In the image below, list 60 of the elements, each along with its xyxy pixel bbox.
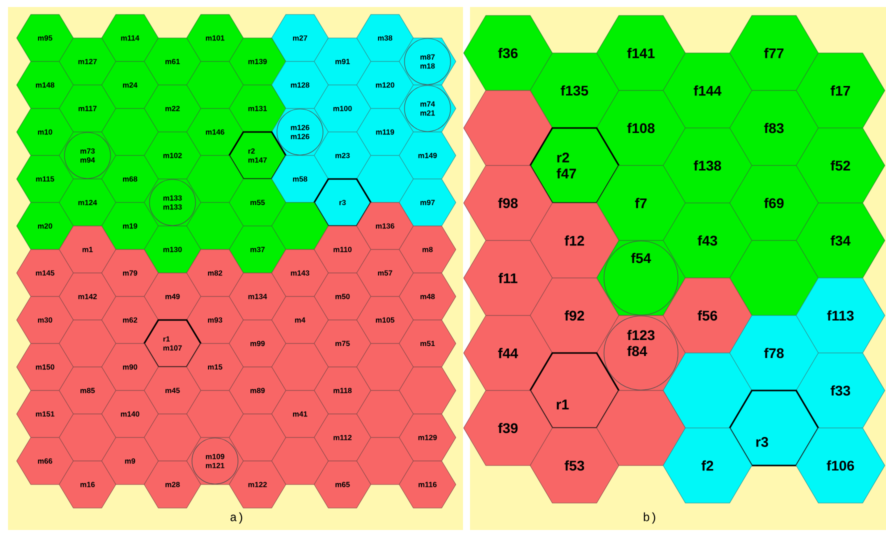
hex-cell: f2 (662, 428, 752, 504)
hex-cell: f12 (530, 202, 620, 278)
hex-cell (186, 61, 244, 109)
hex-cell: f53 (530, 428, 620, 504)
node-label: f52 (830, 160, 850, 171)
hex-cell: f78 (729, 315, 819, 391)
hex-cell: f106 (796, 428, 886, 504)
hex-cell: f11 (463, 240, 553, 316)
hex-cell: f44 (463, 315, 553, 391)
hex-cell (186, 155, 244, 203)
hex-cell: r3 (728, 390, 820, 466)
node-label: f34 (830, 235, 851, 246)
hex-cell (596, 390, 686, 466)
node-label: f33 (830, 385, 850, 396)
hex-cell: f77 (729, 15, 819, 91)
hex-cell: f108 (596, 90, 686, 166)
hex-cell (186, 390, 244, 438)
hex-cell (356, 155, 414, 203)
hex-cell (271, 437, 329, 485)
hex-cell: f52 (796, 128, 886, 204)
node-label: f17 (830, 85, 850, 96)
hex-cell: f92 (530, 278, 620, 354)
hex-cell: f135 (530, 52, 620, 128)
hex-cell (356, 343, 414, 391)
hex-cell (228, 414, 286, 462)
hex-cell: f54 (596, 240, 686, 316)
hex-cell: f43 (662, 202, 752, 278)
hex-cell (186, 202, 244, 250)
hex-cell (58, 414, 116, 462)
hex-cell: f69 (729, 165, 819, 241)
hex-cell: f138 (662, 128, 752, 204)
hex-cell (271, 202, 329, 250)
hex-cell (729, 240, 819, 316)
hex-cell (463, 90, 553, 166)
hex-cell (101, 108, 159, 156)
panel-label: a) (230, 512, 242, 524)
hex-cell: f34 (796, 202, 886, 278)
hex-cell (662, 352, 752, 428)
hex-cell: f113 (796, 278, 886, 354)
hex-cell: f56 (662, 278, 752, 354)
hex-cell: f33 (796, 352, 886, 428)
hex-cell: f98 (463, 165, 553, 241)
hex-cell: r2 f47 (529, 127, 620, 204)
hex-cell: f17 (796, 52, 886, 128)
hex-cell: f39 (463, 390, 553, 466)
hex-cell: f83 (729, 90, 819, 166)
hex-cell (58, 320, 116, 368)
hex-cell: f7 (596, 165, 686, 241)
hex-cell: f144 (662, 52, 752, 128)
hex-cell: f36 (463, 15, 553, 91)
hex-cell: f141 (596, 15, 686, 91)
hex-cell (398, 366, 456, 414)
node-label: f113 (827, 310, 854, 321)
hex-cell (356, 437, 414, 485)
hex-cell (144, 414, 202, 462)
hex-cell (271, 343, 329, 391)
hex-cell: f123 f84 (596, 315, 686, 391)
panel-label: b) (644, 512, 656, 524)
hex-cell (356, 390, 414, 438)
hex-cell: r1 (529, 352, 620, 429)
